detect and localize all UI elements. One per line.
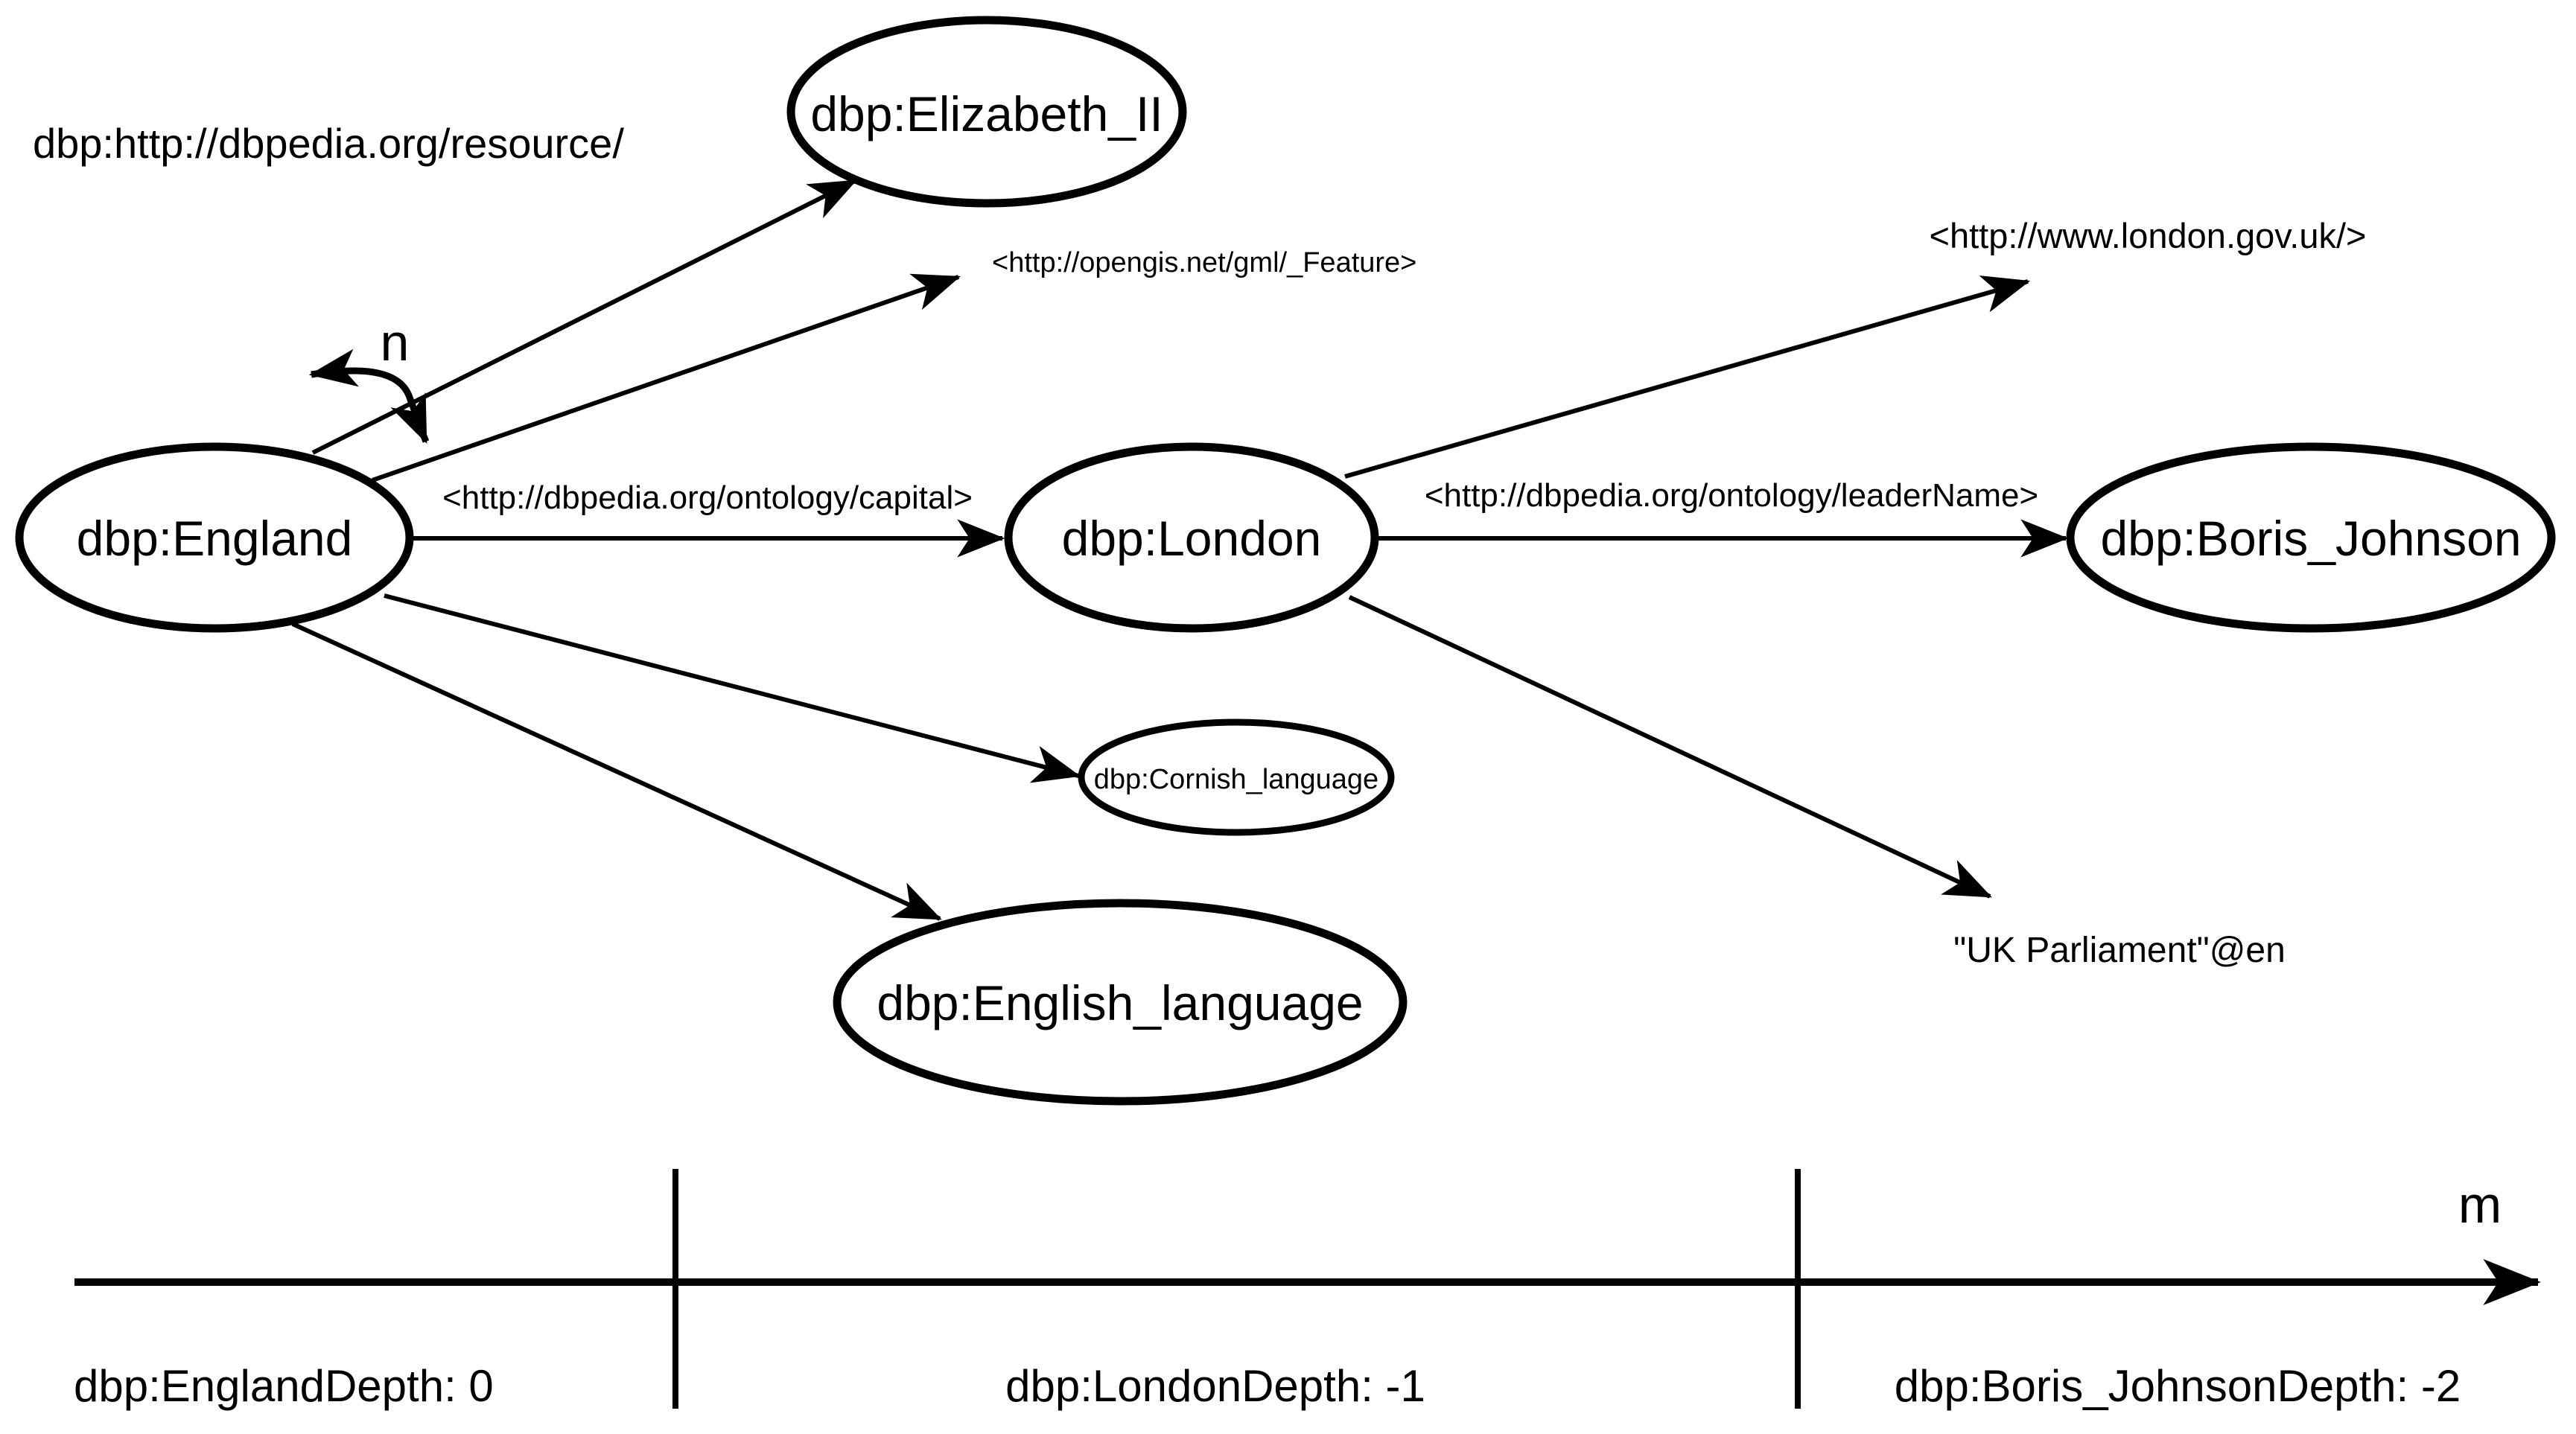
edge-england-to-cornish-language	[384, 593, 1081, 783]
node-boris	[2066, 442, 2556, 633]
node-english	[833, 899, 1408, 1106]
node-elizabeth	[786, 16, 1187, 208]
gml-feature-literal: <http://opengis.net/gml/_Feature>	[992, 247, 1416, 278]
m-axis-label: m	[2458, 1176, 2502, 1234]
node-london-label: dbp:London	[1062, 511, 1322, 566]
node-english-label: dbp:English_language	[877, 975, 1363, 1030]
edge-england-to-gml-feature	[372, 273, 961, 482]
edge-london-to-uk-parliament	[1348, 595, 1992, 899]
uk-parliament-literal: "UK Parliament"@en	[1953, 931, 2286, 970]
node-england-label: dbp:England	[77, 511, 353, 566]
england-depth-label: dbp:EnglandDepth: 0	[74, 1361, 494, 1411]
london-gov-uk-literal: <http://www.london.gov.uk/>	[1930, 216, 2367, 255]
leadername-edge-label: <http://dbpedia.org/ontology/leaderName>	[1425, 477, 2038, 514]
edge-england-to-english-language	[291, 622, 942, 921]
london-depth-label: dbp:LondonDepth: -1	[1005, 1361, 1425, 1411]
node-cornish	[1078, 718, 1395, 836]
node-england	[15, 442, 414, 633]
n-loop-arrow	[308, 348, 430, 444]
node-london	[1004, 442, 1379, 633]
n-variable-label: n	[381, 313, 410, 372]
namespace-prefix-note: dbp:http://dbpedia.org/resource/	[33, 120, 624, 167]
edge-london-to-gov-uk	[1344, 275, 2031, 479]
capital-edge-label: <http://dbpedia.org/ontology/capital>	[442, 479, 973, 516]
node-cornish-label: dbp:Cornish_language	[1094, 764, 1378, 795]
boris-depth-label: dbp:Boris_JohnsonDepth: -2	[1895, 1361, 2461, 1411]
node-boris-label: dbp:Boris_Johnson	[2100, 511, 2521, 566]
node-elizabeth-label: dbp:Elizabeth_II	[810, 86, 1163, 141]
